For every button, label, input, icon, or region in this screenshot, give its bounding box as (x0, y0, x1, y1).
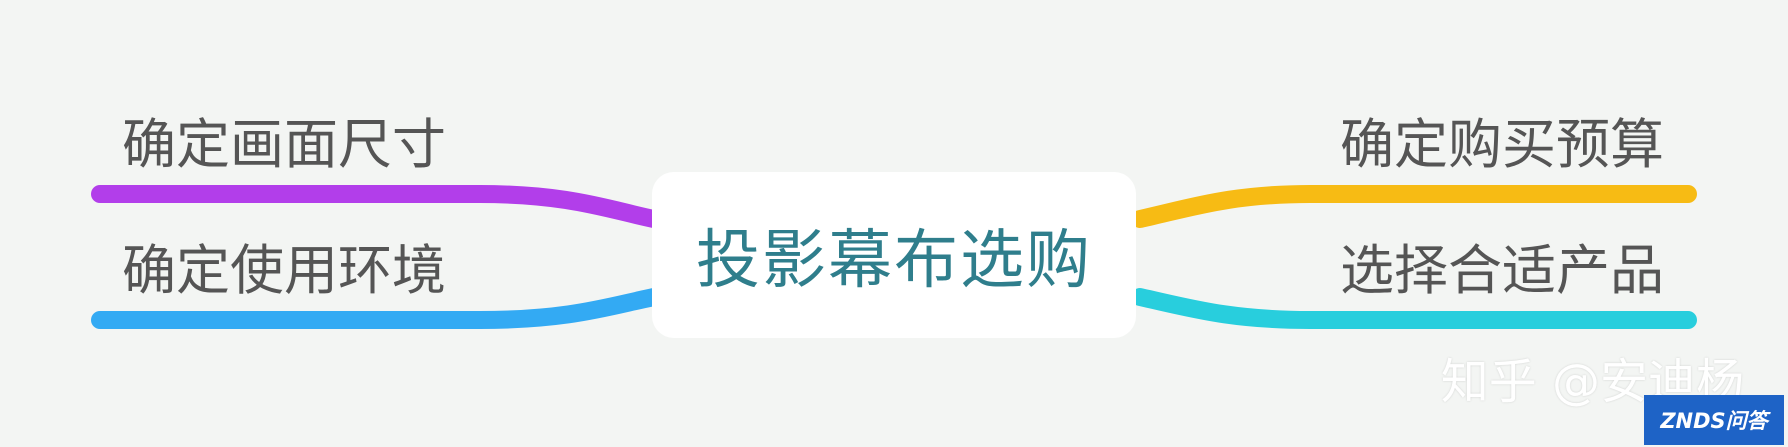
branch-label-top-right: 确定购买预算 (1340, 113, 1664, 176)
branch-line-bottom-right (1131, 288, 1697, 329)
branch-label-bottom-right: 选择合适产品 (1340, 239, 1664, 302)
center-node: 投影幕布选购 (652, 172, 1136, 338)
znds-logo: ZNDS问答 (1644, 395, 1784, 445)
branch-line-top-right (1131, 185, 1697, 228)
center-node-label: 投影幕布选购 (696, 224, 1092, 298)
branch-label-top-left: 确定画面尺寸 (122, 113, 446, 176)
logo-text: ZNDS问答 (1660, 409, 1768, 433)
branch-line-bottom-left (91, 288, 663, 329)
branch-label-bottom-left: 确定使用环境 (122, 239, 446, 302)
branch-line-top-left (91, 185, 663, 228)
